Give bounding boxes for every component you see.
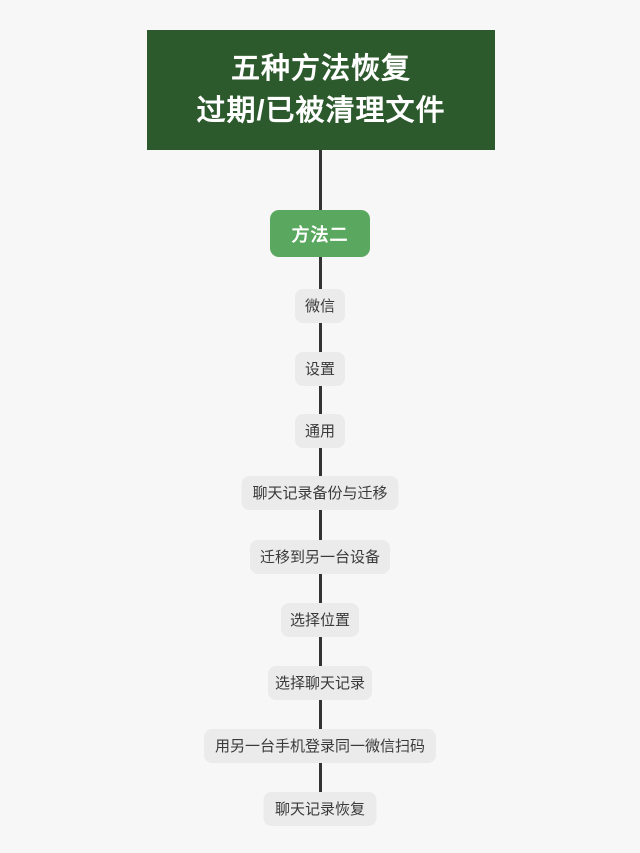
- step-node-label: 用另一台手机登录同一微信扫码: [215, 737, 426, 755]
- connector-line-step-3-to-4: [319, 446, 322, 478]
- step-node-4: 聊天记录备份与迁移: [241, 476, 399, 510]
- step-node-label: 聊天记录备份与迁移: [252, 484, 388, 502]
- page-title-line-1: 五种方法恢复: [230, 52, 411, 85]
- step-node-label: 迁移到另一台设备: [260, 548, 381, 566]
- connector-line-step-6-to-7: [319, 635, 322, 668]
- connector-line-badge-to-step-1: [319, 255, 322, 291]
- step-node-9: 聊天记录恢复: [263, 792, 377, 826]
- connector-line-step-5-to-6: [319, 572, 322, 605]
- method-badge-label: 方法二: [291, 224, 349, 245]
- step-node-2: 设置: [295, 352, 345, 386]
- title-banner: 五种方法恢复 过期/已被清理文件: [147, 30, 495, 150]
- connector-line-step-7-to-8: [319, 698, 322, 731]
- step-node-1: 微信: [295, 289, 345, 323]
- connector-line-step-4-to-5: [319, 508, 322, 542]
- connector-line-step-1-to-2: [319, 321, 322, 354]
- step-node-6: 选择位置: [281, 603, 359, 637]
- connector-line-step-8-to-9: [319, 761, 322, 794]
- step-node-label: 设置: [305, 360, 336, 378]
- step-node-8: 用另一台手机登录同一微信扫码: [204, 729, 436, 763]
- connector-line-header-to-badge: [319, 150, 322, 212]
- step-node-3: 通用: [295, 414, 345, 448]
- method-badge: 方法二: [270, 210, 370, 257]
- step-node-label: 聊天记录恢复: [275, 800, 366, 818]
- connector-line-step-2-to-3: [319, 384, 322, 416]
- step-node-7: 选择聊天记录: [268, 666, 372, 700]
- step-node-label: 选择聊天记录: [275, 674, 366, 692]
- step-node-5: 迁移到另一台设备: [250, 540, 390, 574]
- step-node-label: 选择位置: [290, 611, 351, 629]
- step-node-label: 通用: [305, 422, 336, 440]
- step-node-label: 微信: [305, 297, 336, 315]
- page-title-line-2: 过期/已被清理文件: [196, 95, 446, 127]
